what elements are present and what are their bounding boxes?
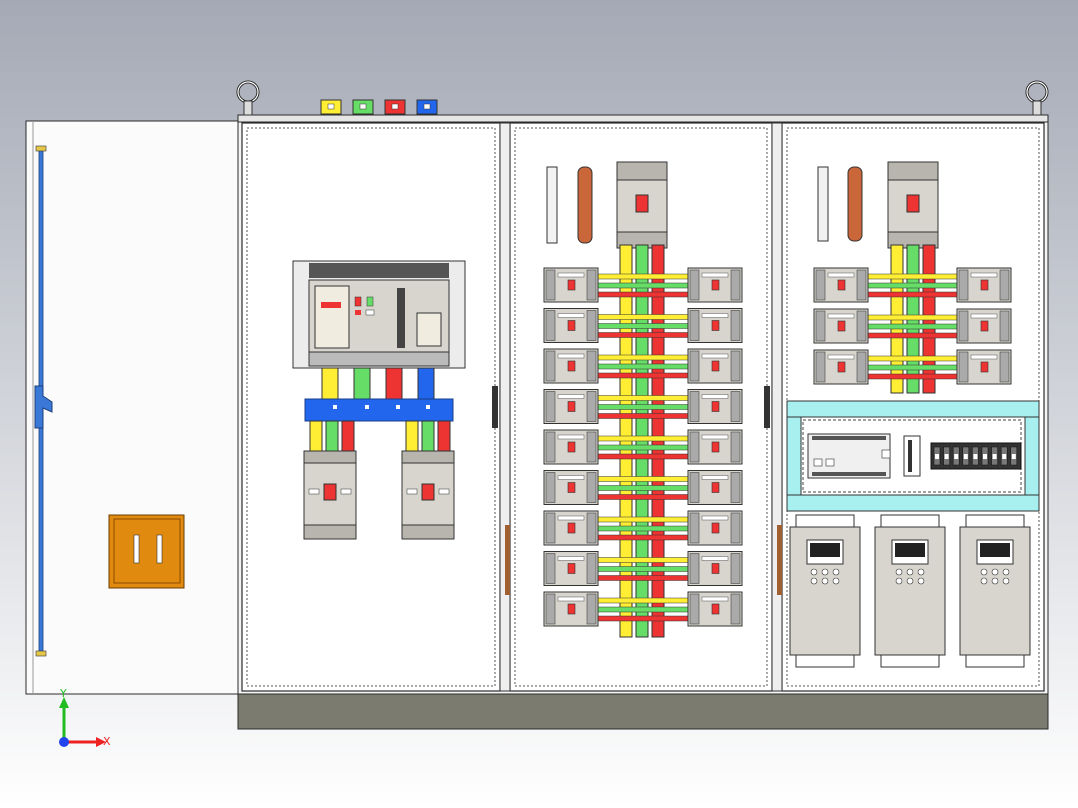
busbar-support-insulator <box>304 398 454 422</box>
busbar-link <box>865 355 961 362</box>
busbar-link <box>865 282 961 289</box>
miniature-circuit-breaker <box>687 510 743 546</box>
miniature-circuit-breaker <box>956 267 1012 303</box>
miniature-circuit-breaker <box>956 308 1012 344</box>
miniature-circuit-breaker <box>543 348 599 384</box>
miniature-circuit-breaker <box>543 591 599 627</box>
miniature-circuit-breaker <box>813 349 869 385</box>
y-axis-label: Y <box>59 687 67 700</box>
earth-copper-bar <box>847 166 863 242</box>
busbar-link <box>597 404 691 410</box>
coordinate-triad-icon: Y X <box>59 687 111 748</box>
busbar-link <box>597 444 691 451</box>
vfd-drive <box>959 514 1031 668</box>
document-holder <box>108 514 185 589</box>
section-motor-control <box>781 122 1045 692</box>
outgoing-breaker-rows <box>813 267 1012 385</box>
vfd-drive <box>789 514 861 668</box>
busbar-link <box>865 291 961 298</box>
busbar-link <box>597 282 691 289</box>
busbar-link <box>597 453 691 460</box>
feeder-busbars-right <box>405 420 451 454</box>
moulded-case-breaker <box>303 450 357 540</box>
busbar-link <box>865 364 961 371</box>
busbar-link <box>597 413 691 419</box>
section-incomer <box>241 122 501 692</box>
busbar-link <box>597 525 691 532</box>
busbar-link <box>597 534 691 541</box>
cabinet-plinth <box>237 692 1049 730</box>
busbar-link <box>865 314 961 321</box>
busbar-link <box>597 332 691 338</box>
miniature-circuit-breaker <box>543 510 599 546</box>
miniature-circuit-breaker <box>687 551 743 586</box>
main-mccb <box>616 161 668 249</box>
miniature-circuit-breaker <box>543 551 599 586</box>
busbar-link <box>597 557 691 563</box>
busbar-link <box>597 494 691 500</box>
acb-outgoing-busbars <box>321 367 435 401</box>
miniature-circuit-breaker <box>543 429 599 465</box>
miniature-circuit-breaker <box>687 429 743 465</box>
vfd-drive <box>874 514 946 668</box>
moulded-case-breaker <box>401 450 455 540</box>
x-axis-label: X <box>103 735 111 748</box>
miniature-circuit-breaker <box>687 348 743 384</box>
busbar-link <box>597 435 691 442</box>
busbar-link <box>597 566 691 572</box>
busbar-link <box>597 372 691 379</box>
miniature-circuit-breaker <box>543 389 599 424</box>
miniature-circuit-breaker <box>543 267 599 303</box>
busbar-link <box>597 615 691 622</box>
miniature-circuit-breaker <box>813 267 869 303</box>
busbar-link <box>597 323 691 329</box>
neutral-terminal-bar <box>817 166 829 242</box>
busbar-link <box>597 485 691 491</box>
miniature-circuit-breaker <box>813 308 869 344</box>
outgoing-breaker-rows <box>543 267 743 627</box>
miniature-circuit-breaker <box>956 349 1012 385</box>
busbar-link <box>597 516 691 523</box>
busbar-link <box>865 273 961 280</box>
section-distribution <box>509 122 773 692</box>
air-circuit-breaker <box>292 260 466 369</box>
busbar-link <box>597 606 691 613</box>
lifting-eye-icon <box>236 80 260 116</box>
miniature-circuit-breaker <box>687 591 743 627</box>
lifting-eye-icon <box>1025 80 1049 116</box>
main-mccb <box>887 161 939 249</box>
busbar-link <box>597 273 691 280</box>
relay-terminal-strip <box>930 442 1022 470</box>
busbar-link <box>597 314 691 320</box>
miniature-circuit-breaker <box>687 470 743 505</box>
variable-frequency-drives <box>789 514 1031 668</box>
miniature-circuit-breaker <box>543 470 599 505</box>
busbar-link <box>597 597 691 604</box>
feeder-busbars-left <box>309 420 355 454</box>
busbar-link <box>597 395 691 401</box>
miniature-circuit-breaker <box>687 308 743 343</box>
plc-controller <box>807 433 891 479</box>
open-door <box>25 120 241 695</box>
miniature-circuit-breaker <box>687 267 743 303</box>
busbar-link <box>597 354 691 361</box>
busbar-link <box>597 291 691 298</box>
busbar-link <box>865 323 961 330</box>
busbar-link <box>597 575 691 581</box>
door-handle <box>34 385 53 429</box>
earth-copper-bar <box>577 166 593 244</box>
miniature-circuit-breaker <box>687 389 743 424</box>
power-supply-module <box>903 435 921 477</box>
busbar-link <box>597 476 691 482</box>
neutral-terminal-bar <box>546 166 558 244</box>
busbar-link <box>597 363 691 370</box>
busbar-phase-tags <box>320 99 438 115</box>
busbar-link <box>865 332 961 339</box>
miniature-circuit-breaker <box>543 308 599 343</box>
busbar-link <box>865 373 961 380</box>
